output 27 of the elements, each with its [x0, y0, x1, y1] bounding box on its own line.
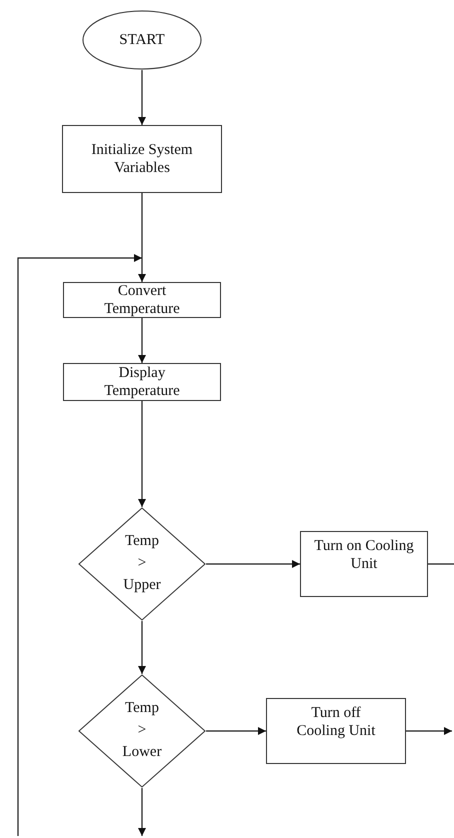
node-label: Temp > Upper — [122, 532, 162, 595]
arrow — [138, 621, 146, 674]
node-label: Convert Temperature — [103, 282, 181, 318]
node-label: Turn on Cooling Unit — [314, 537, 414, 573]
decision-diamond — [78, 674, 206, 788]
decision-diamond — [78, 507, 206, 621]
node-label: START — [119, 31, 165, 49]
arrow — [138, 401, 146, 507]
process-box — [300, 531, 428, 597]
process-box — [62, 125, 222, 193]
arrow — [17, 254, 142, 836]
arrow — [406, 727, 452, 735]
arrow — [138, 193, 146, 282]
process-box — [63, 363, 221, 401]
node-label: Display Temperature — [103, 364, 181, 400]
start-ellipse — [82, 10, 202, 70]
process-box — [266, 698, 406, 764]
arrow — [138, 788, 146, 836]
node-label: Temp > Lower — [121, 699, 163, 762]
arrow — [138, 70, 146, 125]
arrow — [138, 318, 146, 363]
node-label: Turn off Cooling Unit — [296, 704, 376, 740]
process-box — [63, 282, 221, 318]
connector-line — [428, 563, 454, 565]
node-label: Initialize System Variables — [90, 141, 194, 177]
arrow — [206, 727, 266, 735]
arrow — [206, 560, 300, 568]
